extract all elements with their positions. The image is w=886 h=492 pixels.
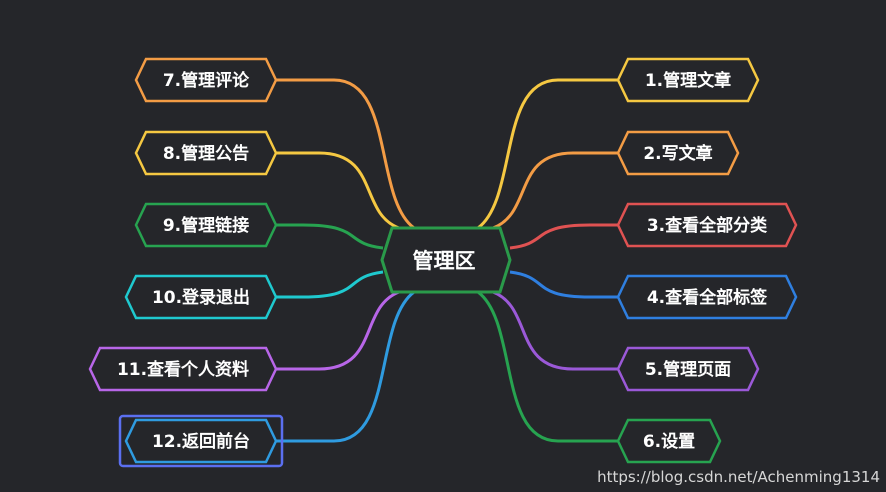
node-label: 2.写文章 — [643, 143, 712, 164]
node-label: 10.登录退出 — [152, 287, 250, 308]
branch-node[interactable]: 8.管理公告 — [134, 130, 278, 176]
connector-line — [509, 223, 618, 250]
node-shape — [616, 418, 722, 464]
node-label: 6.设置 — [643, 432, 695, 452]
node-shape — [616, 202, 798, 248]
branch-node[interactable]: 2.写文章 — [616, 130, 740, 176]
node-shape — [134, 57, 278, 103]
node-label: 8.管理公告 — [163, 143, 249, 164]
connector-line — [276, 270, 384, 299]
connector-line — [477, 78, 618, 230]
connector-line — [492, 151, 618, 230]
branch-node[interactable]: 9.管理链接 — [134, 202, 278, 248]
connector-line — [276, 290, 415, 443]
selection-frame — [118, 414, 284, 468]
node-label: 1.管理文章 — [645, 70, 731, 91]
node-shape — [134, 130, 278, 176]
watermark-url: https://blog.csdn.net/Achenming1314 — [597, 468, 880, 486]
connector-line — [276, 151, 400, 230]
node-shape — [134, 202, 278, 248]
node-shape — [88, 346, 278, 392]
node-shape — [124, 418, 278, 464]
node-label: 3.查看全部分类 — [647, 215, 768, 236]
node-shape — [616, 57, 760, 103]
branch-node[interactable]: 3.查看全部分类 — [616, 202, 798, 248]
node-label: 5.管理页面 — [645, 359, 731, 380]
connector-line — [276, 78, 415, 230]
connector-line — [276, 290, 400, 371]
branch-node[interactable]: 11.查看个人资料 — [88, 346, 278, 392]
node-label: 12.返回前台 — [152, 431, 250, 452]
connector-line — [477, 290, 618, 443]
center-node-shape — [380, 226, 512, 294]
node-shape — [616, 130, 740, 176]
node-label: 7.管理评论 — [163, 70, 250, 91]
branch-node[interactable]: 7.管理评论 — [134, 57, 278, 103]
node-label: 9.管理链接 — [163, 215, 249, 236]
connector-line — [509, 270, 618, 299]
connector-line — [492, 290, 618, 371]
branch-node[interactable]: 6.设置 — [616, 418, 722, 464]
node-shape — [124, 274, 278, 320]
branch-node[interactable]: 10.登录退出 — [124, 274, 278, 320]
branch-node[interactable]: 1.管理文章 — [616, 57, 760, 103]
connector-line — [276, 223, 384, 250]
center-node-label: 管理区 — [413, 249, 476, 273]
node-label: 11.查看个人资料 — [117, 359, 249, 380]
node-shape — [616, 274, 798, 320]
node-shape — [616, 346, 760, 392]
node-label: 4.查看全部标签 — [647, 287, 768, 308]
center-node[interactable]: 管理区 — [380, 226, 512, 294]
branch-node[interactable]: 12.返回前台 — [118, 414, 284, 468]
branch-node[interactable]: 5.管理页面 — [616, 346, 760, 392]
branch-node[interactable]: 4.查看全部标签 — [616, 274, 798, 320]
